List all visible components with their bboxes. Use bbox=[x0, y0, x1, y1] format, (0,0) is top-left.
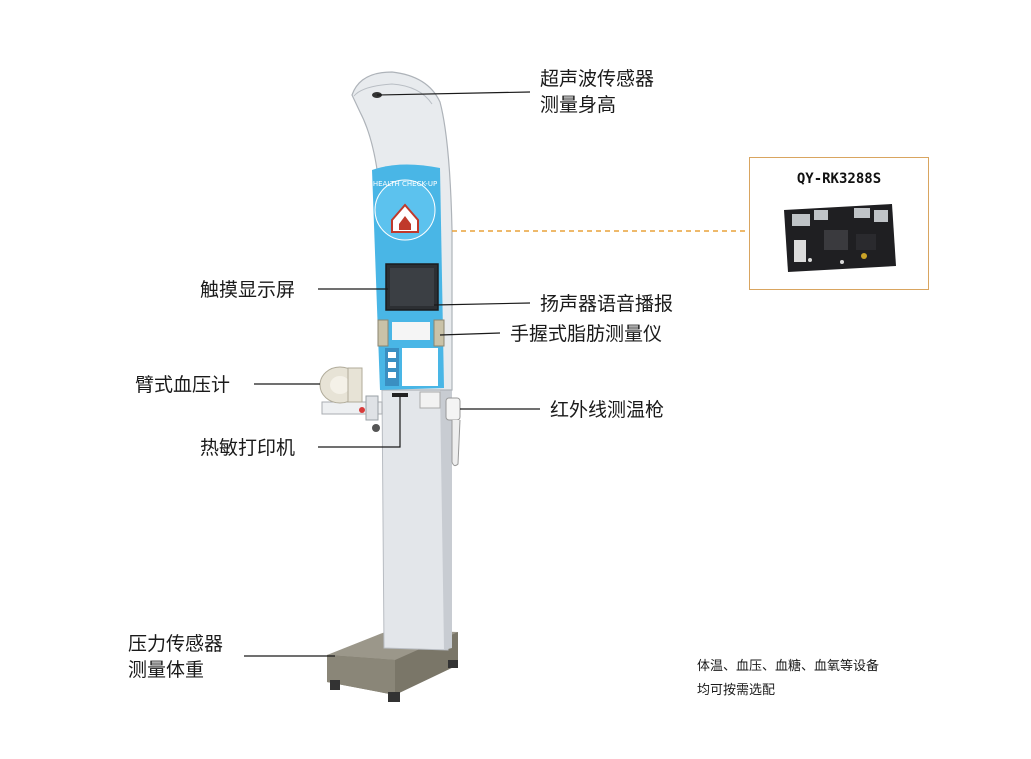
pressure-line1: 压力传感器 bbox=[128, 633, 224, 655]
leader-lines bbox=[244, 91, 540, 657]
pressure-sensor-label: 压力传感器 测量体重 bbox=[128, 631, 223, 683]
infrared-thermometer bbox=[445, 397, 461, 467]
touch-screen-label: 触摸显示屏 bbox=[200, 279, 296, 301]
infrared-label: 红外线测温枪 bbox=[550, 399, 665, 421]
optional-equipment-note: 体温、血压、血糖、血氧等设备 均可按需选配 bbox=[697, 655, 879, 703]
body-fat-label: 手握式脂肪测量仪 bbox=[510, 323, 663, 345]
circuit-board-image bbox=[784, 204, 896, 272]
ultrasonic-line1: 超声波传感器 bbox=[540, 68, 655, 90]
printer-slot bbox=[392, 391, 441, 409]
blood-pressure-cuff bbox=[319, 366, 383, 432]
blue-panel: HEALTH CHECK-UP bbox=[372, 164, 445, 390]
speaker-label: 扬声器语音播报 bbox=[540, 293, 674, 315]
blood-pressure-label: 臂式血压计 bbox=[135, 374, 231, 396]
note-line1: 体温、血压、血糖、血氧等设备 bbox=[697, 659, 880, 674]
board-model: QY-RK3288S bbox=[796, 171, 882, 187]
board-callout: QY-RK3288S bbox=[749, 157, 929, 290]
printer-label: 热敏打印机 bbox=[200, 437, 296, 459]
emblem-text: HEALTH CHECK-UP bbox=[373, 180, 437, 188]
ultrasonic-sensor-label: 超声波传感器 测量身高 bbox=[540, 66, 654, 118]
ultrasonic-line2: 测量身高 bbox=[540, 94, 617, 116]
note-line2: 均可按需选配 bbox=[697, 683, 776, 698]
pressure-line2: 测量体重 bbox=[128, 659, 205, 681]
main-column bbox=[381, 388, 452, 651]
